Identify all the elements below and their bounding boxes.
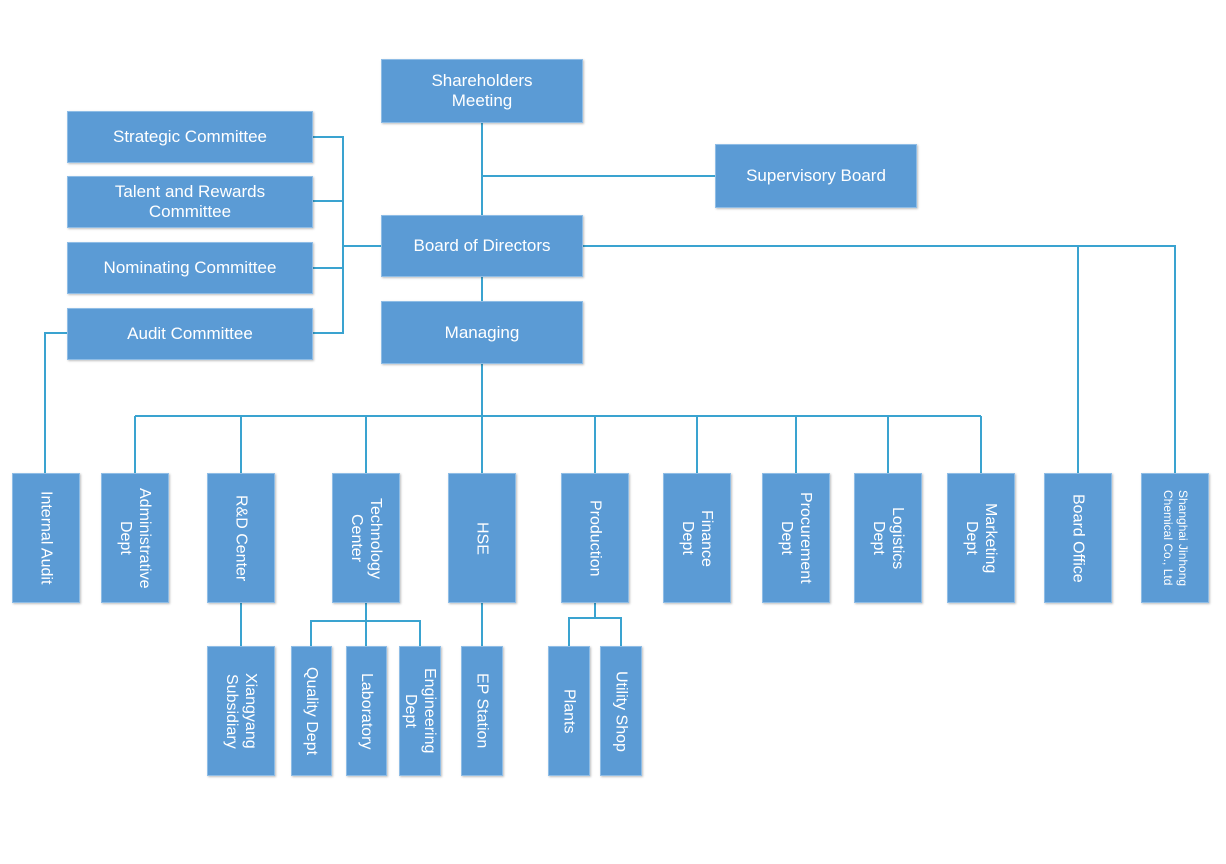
logistics-dept-label: Logistics Dept (870, 506, 906, 570)
laboratory-box: Laboratory (346, 646, 387, 776)
board-of-directors-label: Board of Directors (413, 236, 551, 255)
finance-dept-label: Finance Dept (679, 509, 715, 567)
nominating-committee-box: Nominating Committee (67, 242, 313, 294)
hse-label: HSE (473, 521, 491, 555)
managing-label: Managing (444, 322, 520, 342)
talent-rewards-committee-label: Talent and Rewards Committee (114, 182, 266, 221)
ep-station-box: EP Station (461, 646, 503, 776)
board-office-label: Board Office (1069, 493, 1087, 583)
strategic-committee-label: Strategic Committee (113, 127, 267, 146)
plants-label: Plants (560, 688, 578, 734)
laboratory-label: Laboratory (358, 672, 375, 750)
connector-plants-utility (568, 617, 622, 647)
board-office-box: Board Office (1044, 473, 1112, 603)
logistics-dept-box: Logistics Dept (854, 473, 922, 603)
technology-center-label: Technology Center (348, 497, 384, 579)
strategic-committee-box: Strategic Committee (67, 111, 313, 163)
supervisory-board-label: Supervisory Board (746, 166, 886, 185)
audit-committee-box: Audit Committee (67, 308, 313, 360)
engineering-dept-box: Engineering Dept (399, 646, 441, 776)
marketing-dept-label: Marketing Dept (963, 502, 999, 574)
shanghai-jinhong-box: Shanghai Jinhong Chemical Co., Ltd (1141, 473, 1209, 603)
shareholders-meeting-label: Shareholders Meeting (431, 71, 533, 110)
managing-box: Managing (381, 301, 583, 364)
connector-internal-audit (44, 332, 68, 475)
nominating-committee-label: Nominating Committee (103, 258, 277, 277)
marketing-dept-box: Marketing Dept (947, 473, 1015, 603)
quality-dept-box: Quality Dept (291, 646, 332, 776)
administrative-dept-label: Administrative Dept (117, 487, 153, 589)
engineering-dept-label: Engineering Dept (402, 668, 438, 754)
utility-shop-label: Utility Shop (612, 670, 630, 752)
production-box: Production (561, 473, 629, 603)
rd-center-label: R&D Center (232, 494, 250, 582)
plants-box: Plants (548, 646, 590, 776)
connector-board-shanghai (582, 245, 1176, 475)
xiangyang-subsidiary-box: Xiangyang Subsidiary (207, 646, 275, 776)
finance-dept-box: Finance Dept (663, 473, 731, 603)
internal-audit-box: Internal Audit (12, 473, 80, 603)
connector-technology-subunits (310, 620, 421, 647)
procurement-dept-label: Procurement Dept (778, 492, 814, 584)
internal-audit-label: Internal Audit (37, 491, 55, 585)
procurement-dept-box: Procurement Dept (762, 473, 830, 603)
rd-center-box: R&D Center (207, 473, 275, 603)
connector-committees-bracket (311, 136, 344, 334)
talent-rewards-committee-box: Talent and Rewards Committee (67, 176, 313, 228)
shareholders-meeting-box: Shareholders Meeting (381, 59, 583, 123)
quality-dept-label: Quality Dept (303, 666, 320, 756)
supervisory-board-box: Supervisory Board (715, 144, 917, 208)
shanghai-jinhong-label: Shanghai Jinhong Chemical Co., Ltd (1161, 489, 1190, 587)
audit-committee-label: Audit Committee (127, 324, 253, 343)
production-label: Production (586, 499, 604, 577)
utility-shop-box: Utility Shop (600, 646, 642, 776)
ep-station-label: EP Station (473, 673, 491, 749)
administrative-dept-box: Administrative Dept (101, 473, 169, 603)
board-of-directors-box: Board of Directors (381, 215, 583, 277)
xiangyang-subsidiary-label: Xiangyang Subsidiary (223, 673, 259, 749)
technology-center-box: Technology Center (332, 473, 400, 603)
hse-box: HSE (448, 473, 516, 603)
